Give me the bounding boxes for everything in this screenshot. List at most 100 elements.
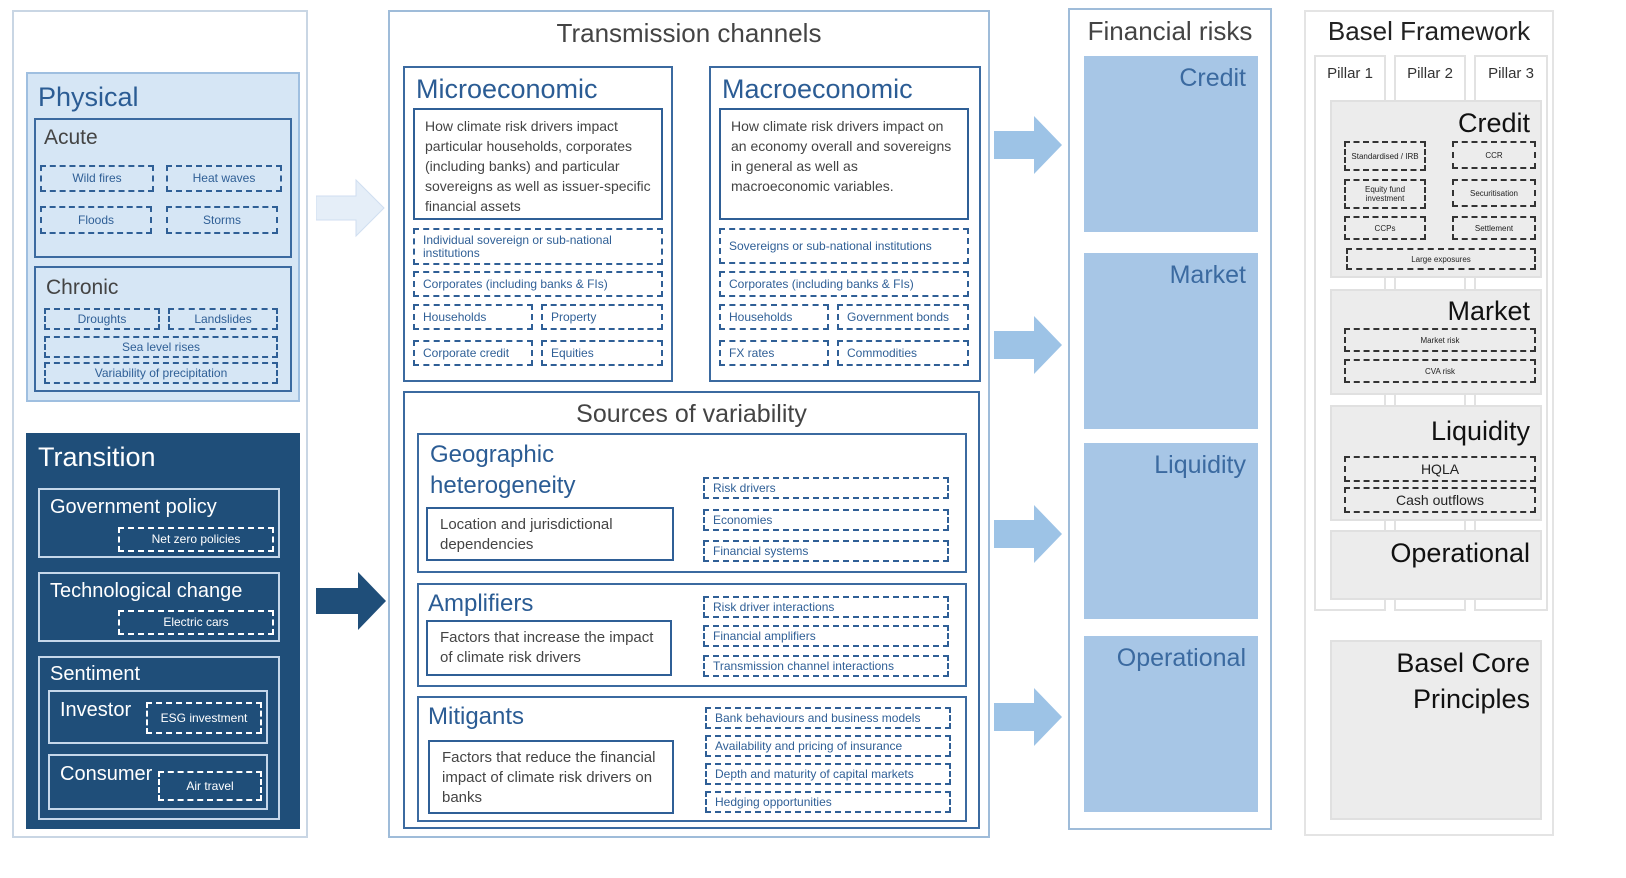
geographic-box [417, 433, 967, 573]
macro-item: Government bonds [837, 304, 969, 330]
basel-credit-item: Large exposures [1346, 248, 1536, 270]
physical-panel [26, 72, 300, 402]
macro-item: Sovereigns or sub-national institutions [719, 228, 969, 264]
macro-panel [709, 66, 981, 382]
basel-market-item: CVA risk [1344, 359, 1536, 383]
amplifiers-box [417, 583, 967, 687]
arrow-operational-icon [994, 688, 1062, 746]
macro-title: Macroeconomic [722, 74, 913, 104]
acute-title: Acute [44, 126, 98, 149]
micro-item: Households [413, 304, 533, 330]
arrow-liquidity-icon [994, 505, 1062, 563]
mitigants-item: Bank behaviours and business models [705, 707, 951, 729]
geographic-item: Economies [703, 509, 949, 531]
basel-operational-box [1330, 530, 1542, 600]
mitigants-description: Factors that reduce the financial impact… [428, 740, 674, 814]
micro-item: Corporates (including banks & FIs) [413, 271, 663, 297]
pillar-label: Pillar 2 [1407, 65, 1453, 82]
basel-market-item: Market risk [1344, 328, 1536, 352]
macro-item: Commodities [837, 340, 969, 366]
basel-credit-item: Standardised / IRB [1344, 141, 1426, 171]
chronic-item: Droughts [44, 308, 160, 330]
sentiment-title: Sentiment [50, 663, 141, 685]
government-policy-title: Government policy [50, 496, 217, 518]
basel-column [1304, 10, 1554, 836]
pillar-label: Pillar 1 [1327, 65, 1373, 82]
government-policy-box [38, 488, 280, 558]
transition-item: ESG investment [146, 702, 262, 734]
basel-credit-title: Credit [1457, 108, 1530, 138]
mitigants-title: Mitigants [428, 703, 525, 730]
basel-liquidity-box [1330, 405, 1542, 521]
acute-item: Storms [166, 206, 278, 234]
micro-description: How climate risk drivers impact particul… [413, 108, 663, 220]
geographic-item: Financial systems [703, 540, 949, 562]
technological-change-box [38, 572, 280, 642]
basel-credit-item: Securitisation [1452, 179, 1536, 207]
macro-description: How climate risk drivers impact on an ec… [719, 108, 969, 220]
basel-core-principles-box [1330, 640, 1542, 820]
basel-liquidity-item: Cash outflows [1344, 487, 1536, 513]
arrow-market-icon [994, 316, 1062, 374]
geographic-description: Location and jurisdictional dependencies [426, 507, 674, 561]
geographic-title: Geographic [430, 441, 555, 468]
amplifiers-item: Financial amplifiers [703, 625, 949, 647]
chronic-item: Landslides [168, 308, 278, 330]
consumer-title: Consumer [60, 763, 153, 785]
technological-change-title: Technological change [50, 580, 243, 602]
chronic-panel [34, 266, 292, 392]
investor-title: Investor [60, 699, 132, 721]
macro-item: FX rates [719, 340, 829, 366]
investor-box [48, 690, 268, 744]
transition-item: Net zero policies [118, 527, 274, 552]
transition-item: Electric cars [118, 610, 274, 635]
basel-liquidity-title: Liquidity [1430, 416, 1530, 446]
basel-credit-item: Settlement [1452, 216, 1536, 240]
micro-title: Microeconomic [416, 74, 598, 104]
basel-liquidity-item: HQLA [1344, 456, 1536, 482]
basel-market-box [1330, 289, 1542, 395]
amplifiers-item: Risk driver interactions [703, 596, 949, 618]
amplifiers-item: Transmission channel interactions [703, 655, 949, 677]
variability-panel [403, 391, 980, 829]
acute-panel [34, 118, 292, 258]
sentiment-box [38, 656, 280, 820]
risk-market-label: Market [1169, 261, 1246, 289]
basel-credit-item: CCR [1452, 141, 1536, 169]
micro-item: Individual sovereign or sub-national ins… [413, 228, 663, 265]
risk-liquidity: Liquidity [1084, 443, 1258, 619]
acute-item: Wild fires [40, 165, 154, 192]
transition-item: Air travel [158, 771, 262, 801]
arrow-physical-icon [316, 178, 385, 238]
risk-liquidity-label: Liquidity [1154, 451, 1246, 479]
micro-item: Equities [541, 340, 663, 366]
basel-title: Basel Framework [1327, 16, 1531, 46]
basel-market-title: Market [1447, 296, 1530, 326]
arrow-credit-icon [994, 116, 1062, 174]
chronic-item: Sea level rises [44, 336, 278, 358]
basel-credit-item: Equity fund investment [1344, 179, 1426, 209]
transition-panel [26, 433, 300, 829]
basel-core-principles-line1: Basel Core [1396, 648, 1530, 678]
acute-item: Heat waves [166, 165, 282, 192]
chronic-item: Variability of precipitation [44, 362, 278, 384]
variability-title: Sources of variability [576, 400, 807, 428]
acute-item: Floods [40, 206, 152, 234]
amplifiers-title: Amplifiers [428, 590, 534, 617]
transmission-title: Transmission channels [556, 18, 822, 48]
pillar-label: Pillar 3 [1488, 65, 1534, 82]
macro-item: Households [719, 304, 829, 330]
micro-item: Corporate credit [413, 340, 533, 366]
basel-operational-title: Operational [1390, 538, 1530, 568]
mitigants-box [417, 696, 967, 822]
mitigants-item: Availability and pricing of insurance [705, 735, 951, 757]
chronic-title: Chronic [46, 276, 119, 299]
consumer-box [48, 754, 268, 810]
risk-operational-label: Operational [1116, 644, 1246, 672]
micro-panel [403, 66, 673, 382]
physical-title: Physical [38, 82, 139, 112]
mitigants-item: Hedging opportunities [705, 791, 951, 813]
arrow-transition-icon [316, 572, 386, 630]
risk-credit: Credit [1084, 56, 1258, 232]
geographic-title-line2: heterogeneity [430, 472, 576, 499]
